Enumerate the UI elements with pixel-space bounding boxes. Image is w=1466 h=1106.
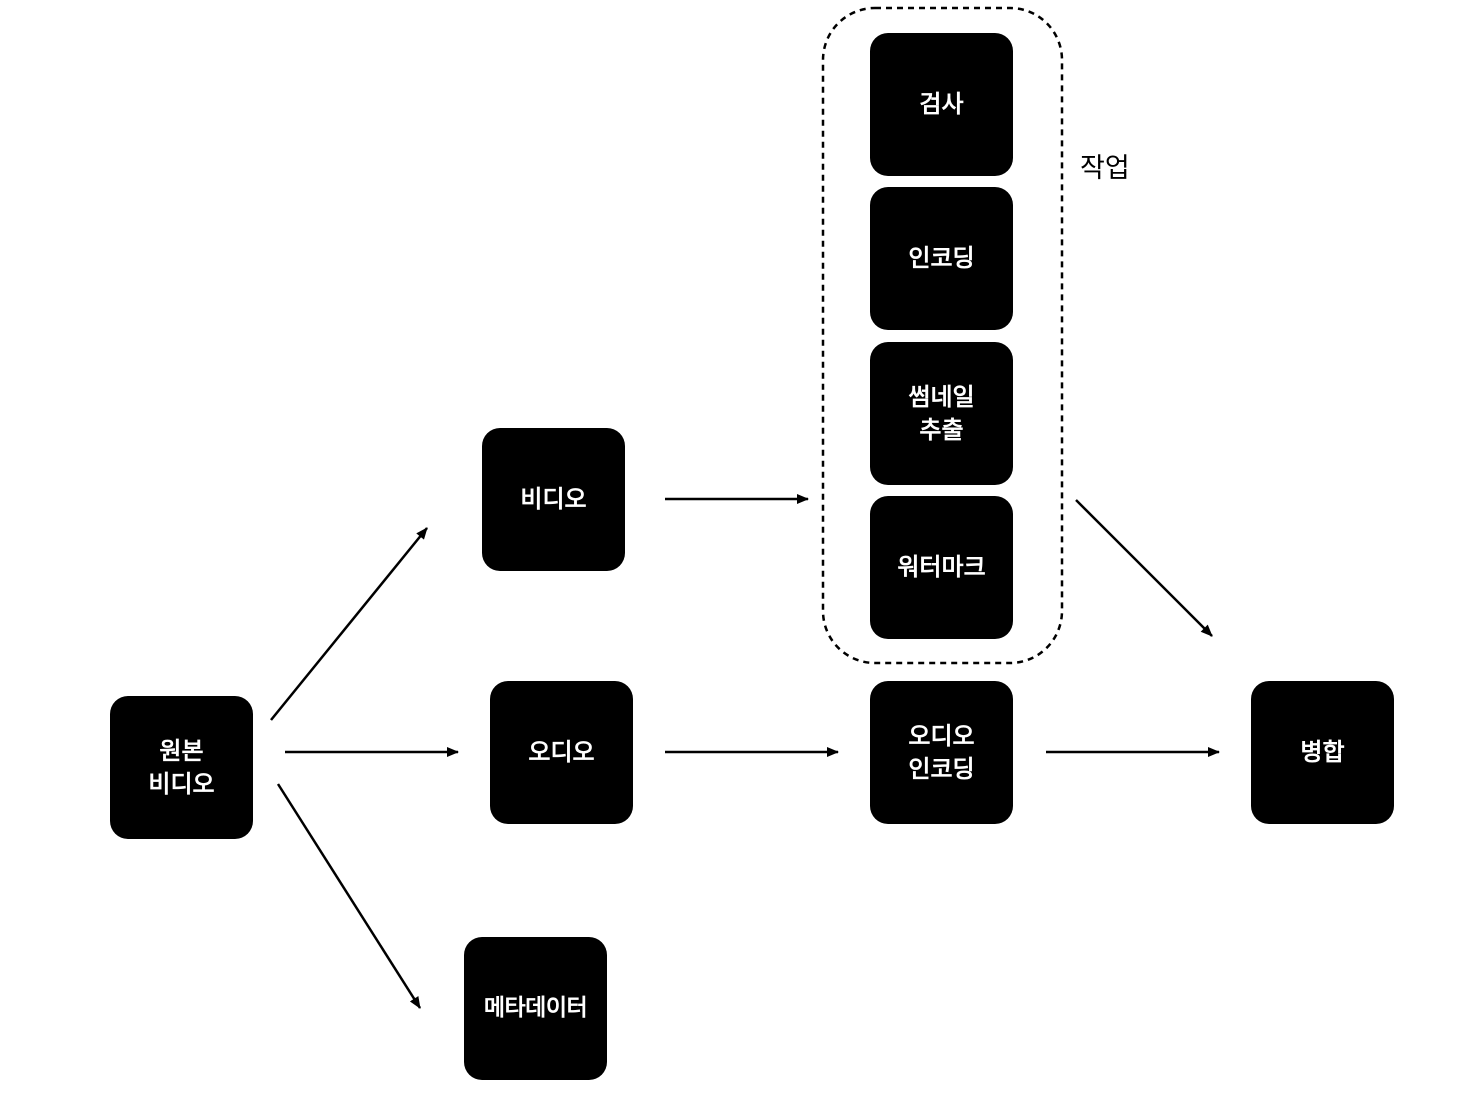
node-video: 비디오	[482, 428, 625, 571]
edge-source-to-metadata	[276, 783, 422, 1009]
node-inspect: 검사	[870, 33, 1013, 176]
node-audio: 오디오	[490, 681, 633, 824]
node-source-video: 원본 비디오	[110, 696, 253, 839]
node-watermark: 워터마크	[870, 496, 1013, 639]
node-merge: 병합	[1251, 681, 1394, 824]
edge-source-to-video	[270, 527, 428, 721]
task-group-boundary	[821, 6, 1064, 665]
task-group-label: 작업	[1080, 153, 1130, 184]
node-audio-encoding: 오디오 인코딩	[870, 681, 1013, 824]
node-thumbnail-extract: 썸네일 추출	[870, 342, 1013, 485]
node-metadata: 메타데이터	[464, 937, 607, 1080]
node-encoding: 인코딩	[870, 187, 1013, 330]
edge-task-group-to-merge	[1075, 499, 1213, 637]
